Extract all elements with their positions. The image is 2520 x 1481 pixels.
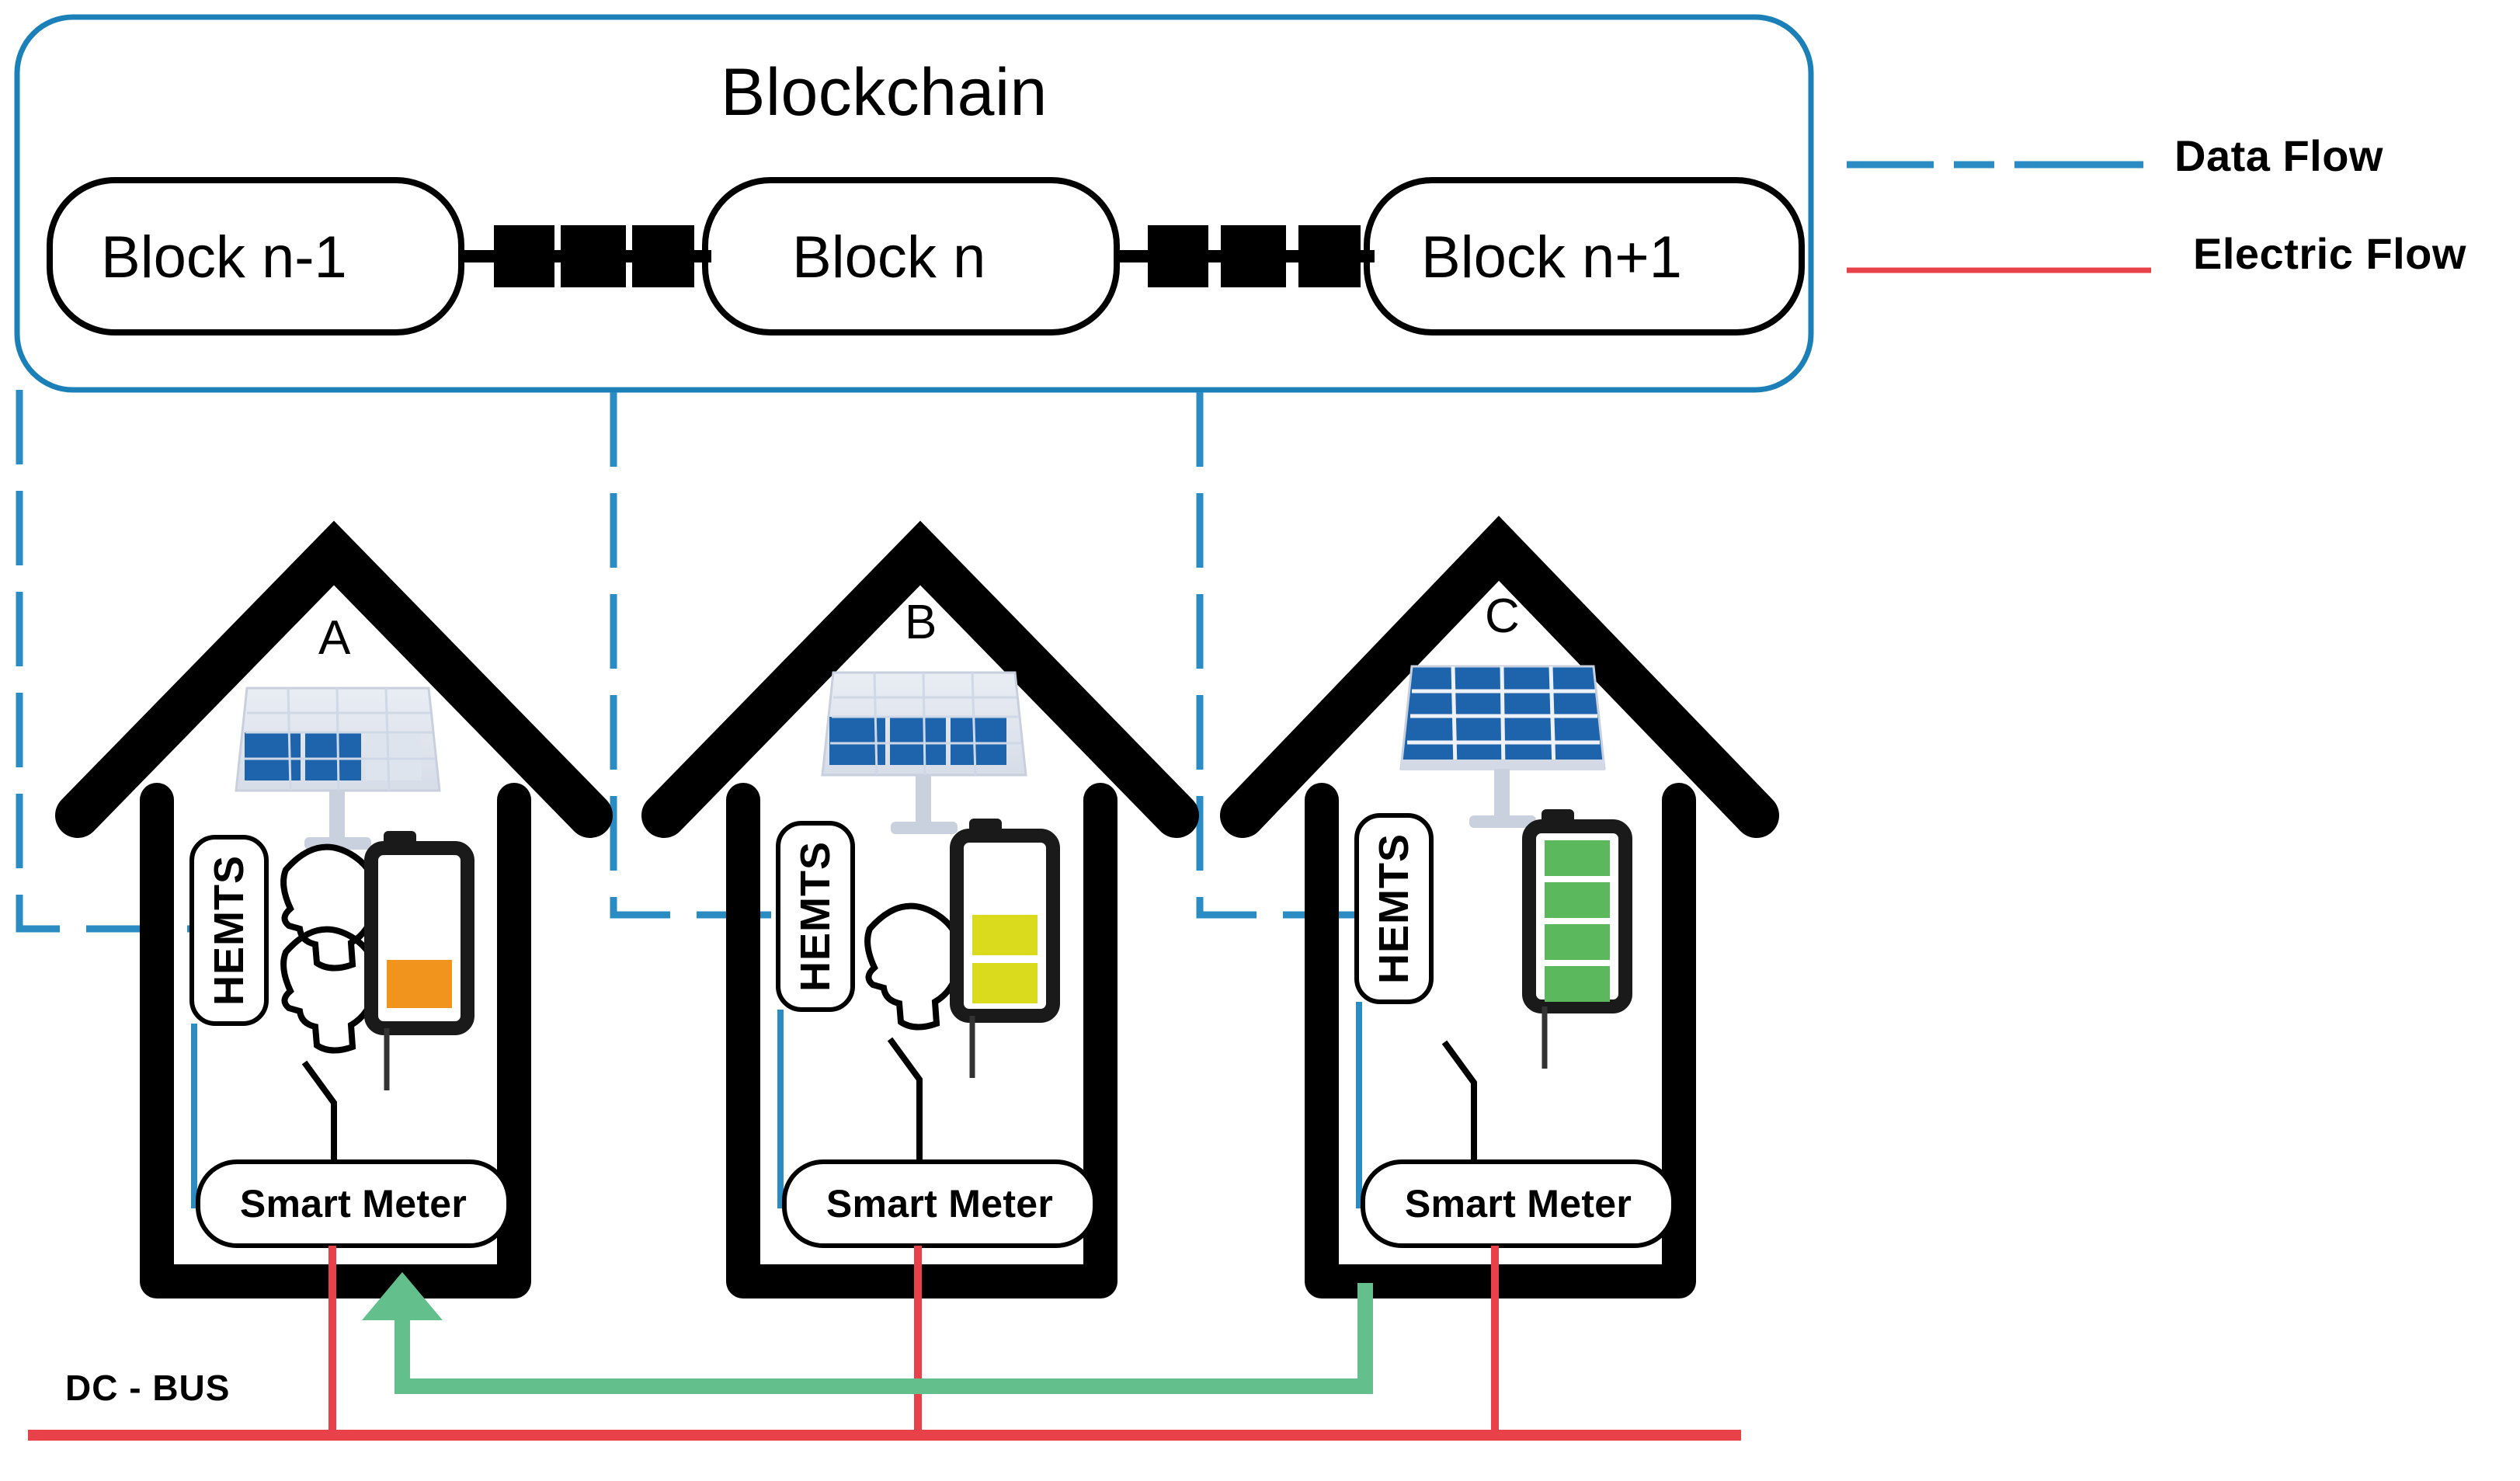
smart-meter-box-b-outline bbox=[782, 1159, 1097, 1248]
house-a[interactable] bbox=[55, 520, 613, 1435]
occupant-icon-a-2 bbox=[280, 926, 379, 1054]
legend-label-electric-flow: Electric Flow bbox=[2193, 229, 2466, 278]
house-a-roof bbox=[55, 520, 613, 838]
smart-meter-box-b[interactable] bbox=[782, 1159, 1097, 1248]
occupant-icon-b-1 bbox=[864, 902, 963, 1031]
hemts-box-c[interactable] bbox=[1354, 813, 1434, 1004]
smart-meter-box-a-outline bbox=[196, 1159, 511, 1248]
battery-icon-a bbox=[364, 831, 474, 1090]
hemts-box-a-outline bbox=[189, 835, 269, 1026]
smart-meter-label-a: Smart Meter bbox=[239, 1182, 468, 1225]
dataflow-line-house-b bbox=[610, 392, 777, 919]
smart-meter-box-a[interactable] bbox=[196, 1159, 511, 1248]
dataflow-line-house-c bbox=[1196, 392, 1355, 919]
hemts-label-b: HEMTS bbox=[792, 841, 839, 992]
legend-label-data-flow: Data Flow bbox=[2174, 131, 2383, 180]
house-a-letter: A bbox=[318, 611, 351, 665]
house-b-letter: B bbox=[905, 596, 937, 649]
house-c-letter: C bbox=[1485, 589, 1520, 643]
hemts-box-b[interactable] bbox=[776, 821, 855, 1012]
smart-meter-label-b: Smart Meter bbox=[826, 1182, 1054, 1225]
block-n-minus-1-label: Block n-1 bbox=[101, 224, 347, 290]
house-c-walls bbox=[1305, 783, 1696, 1298]
occupant-lead-a bbox=[301, 1060, 337, 1165]
hemts-box-b-outline bbox=[776, 821, 855, 1012]
energy-transfer-arrow bbox=[362, 1272, 1373, 1394]
smart-meter-box-c-outline bbox=[1361, 1159, 1676, 1248]
dataflow-line-house-a bbox=[16, 390, 190, 933]
block-n-label: Block n bbox=[792, 224, 986, 290]
occupant-icon-a-1 bbox=[280, 843, 379, 972]
solar-panel-icon-b bbox=[821, 671, 1027, 834]
hemts-label-a: HEMTS bbox=[206, 855, 252, 1006]
hemts-box-a[interactable] bbox=[189, 835, 269, 1026]
battery-icon-c bbox=[1522, 809, 1632, 1069]
house-c-roof bbox=[1220, 516, 1779, 838]
chain-link-icon-right bbox=[1117, 225, 1375, 287]
solar-panel-icon-a bbox=[235, 687, 441, 850]
block-n-plus-1-label: Block n+1 bbox=[1421, 224, 1682, 290]
smart-meter-box-c[interactable] bbox=[1361, 1159, 1676, 1248]
dc-bus-label: DC - BUS bbox=[65, 1368, 231, 1408]
smart-meter-label-c: Smart Meter bbox=[1404, 1182, 1632, 1225]
up-arrow-icon bbox=[362, 1272, 443, 1320]
battery-icon-b bbox=[950, 819, 1060, 1078]
house-c[interactable] bbox=[1220, 516, 1779, 1435]
occupant-lead-b bbox=[887, 1037, 923, 1165]
chain-link-icon-left bbox=[461, 225, 711, 287]
blockchain-title: Blockchain bbox=[721, 55, 1048, 130]
hemts-label-c: HEMTS bbox=[1371, 833, 1417, 984]
house-b-roof bbox=[641, 520, 1199, 838]
house-b[interactable] bbox=[641, 520, 1199, 1435]
hemts-box-c-outline bbox=[1354, 813, 1434, 1004]
occupant-lead-c bbox=[1441, 1040, 1477, 1165]
solar-panel-icon-c bbox=[1399, 665, 1606, 828]
